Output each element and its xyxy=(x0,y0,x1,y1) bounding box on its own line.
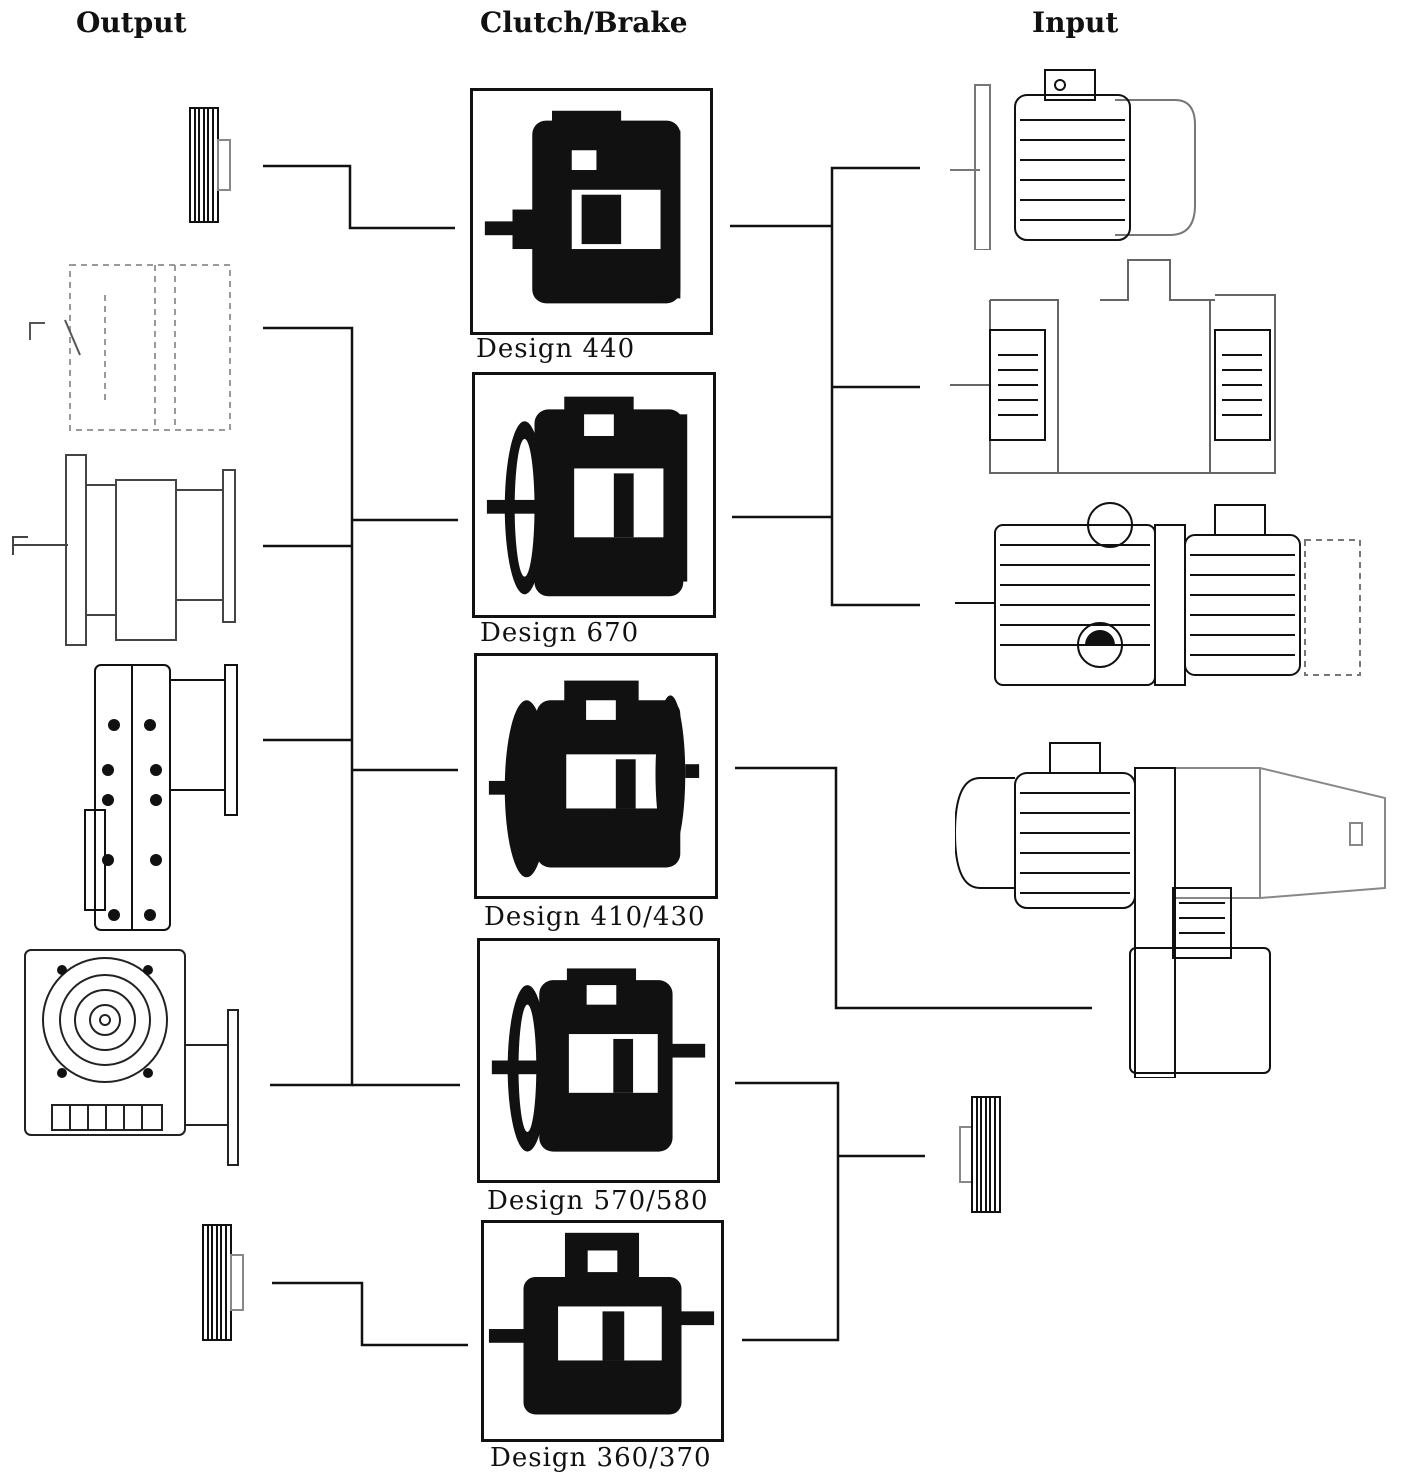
pulley-icon xyxy=(195,1220,255,1345)
connector-output-pulley-440 xyxy=(263,166,455,228)
motor-icon xyxy=(950,65,1200,250)
pulley-icon xyxy=(180,100,240,230)
design-410-430-photo xyxy=(474,653,718,899)
pulley-icon xyxy=(955,1092,1010,1217)
gearmotor-icon xyxy=(950,500,1365,695)
design-360-370-label: Design 360/370 xyxy=(490,1443,712,1473)
design-440-label: Design 440 xyxy=(476,334,635,364)
design-440-photo xyxy=(470,88,713,335)
design-360-370-photo xyxy=(481,1220,724,1442)
inline-motor-icon xyxy=(955,738,1395,1078)
dual-motor-icon xyxy=(950,255,1280,480)
design-570-580-label: Design 570/580 xyxy=(487,1186,709,1216)
design-570-580-photo xyxy=(477,938,720,1183)
design-670-photo xyxy=(472,372,716,618)
gear-reducer-icon xyxy=(8,445,243,650)
design-410-430-label: Design 410/430 xyxy=(484,902,706,932)
connector-output-bus xyxy=(263,328,352,1085)
worm-gearbox-icon xyxy=(20,945,245,1170)
flange-coupling-icon xyxy=(80,660,245,935)
connector-output-pulley-360 xyxy=(272,1283,468,1345)
design-670-label: Design 670 xyxy=(480,618,639,648)
connector-570-360-pulley xyxy=(735,1083,838,1340)
gearbox-icon xyxy=(25,255,245,435)
